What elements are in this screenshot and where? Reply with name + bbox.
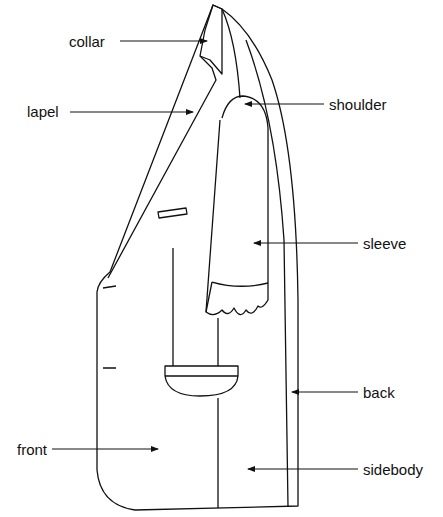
- lapel: [108, 56, 216, 278]
- leader-line: [254, 243, 358, 244]
- button-mark: [103, 286, 116, 368]
- sleeve: [206, 96, 268, 315]
- leader-line: [70, 112, 193, 113]
- part-label: lapel: [26, 103, 60, 120]
- lower-pocket: [165, 366, 238, 396]
- leader-line: [245, 104, 324, 105]
- back-seam: [246, 40, 288, 506]
- part-label: collar: [68, 33, 106, 50]
- part-label: front: [16, 441, 48, 458]
- front-dart: [172, 248, 173, 366]
- sleeve-cuff: [206, 282, 268, 312]
- part-label: sleeve: [362, 235, 407, 252]
- jacket-body: [97, 5, 298, 510]
- leader-lines: [52, 41, 358, 469]
- chest-pocket: [158, 208, 187, 218]
- leader-line: [292, 392, 358, 393]
- part-label: shoulder: [328, 96, 388, 113]
- leader-line: [248, 469, 358, 470]
- collar: [200, 5, 222, 74]
- leader-line: [52, 449, 158, 450]
- leader-line: [120, 41, 207, 42]
- shoulder-seam: [222, 9, 240, 98]
- part-label: back: [362, 384, 396, 401]
- side-seam: [217, 318, 218, 508]
- jacket-outline: [97, 5, 298, 510]
- part-label: sidebody: [362, 461, 424, 478]
